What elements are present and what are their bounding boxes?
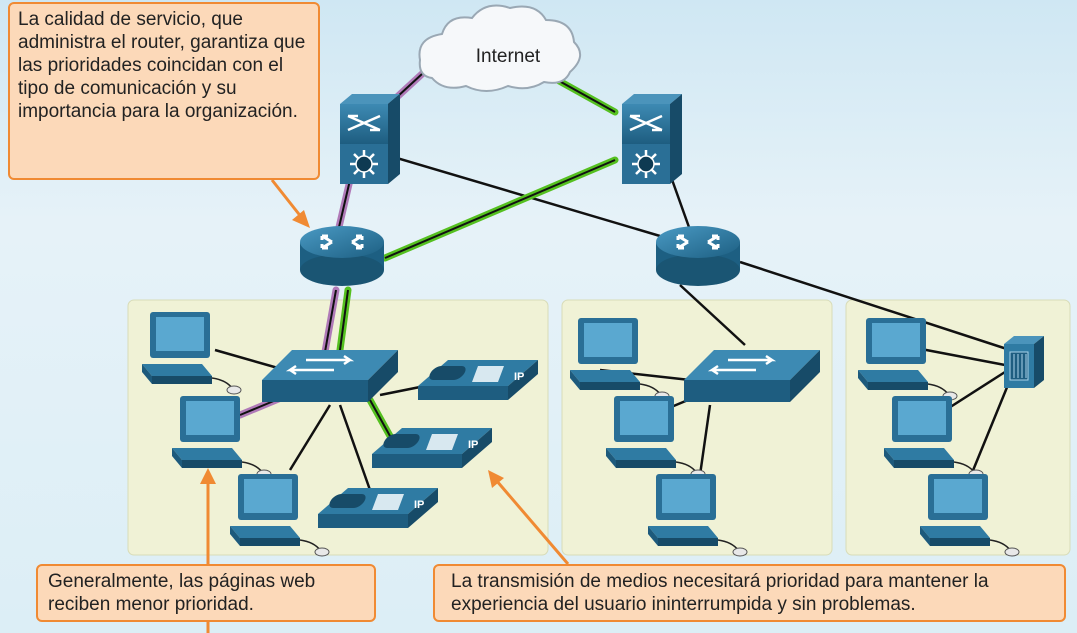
router-left (298, 224, 386, 288)
internet-label: Internet (476, 46, 541, 67)
lan-zone-1 (127, 299, 549, 556)
callout-media-priority: La transmisión de medios necesitará prio… (433, 564, 1066, 622)
internet-cloud: Internet (418, 4, 581, 92)
callout-qos: La calidad de servicio, que administra e… (8, 2, 320, 180)
access-point-lan3 (1004, 336, 1044, 388)
router-right (654, 224, 742, 288)
callout-web-priority: Generalmente, las páginas web reciben me… (36, 564, 376, 622)
multilayer-switch-left (338, 92, 402, 186)
multilayer-switch-right (620, 92, 684, 186)
